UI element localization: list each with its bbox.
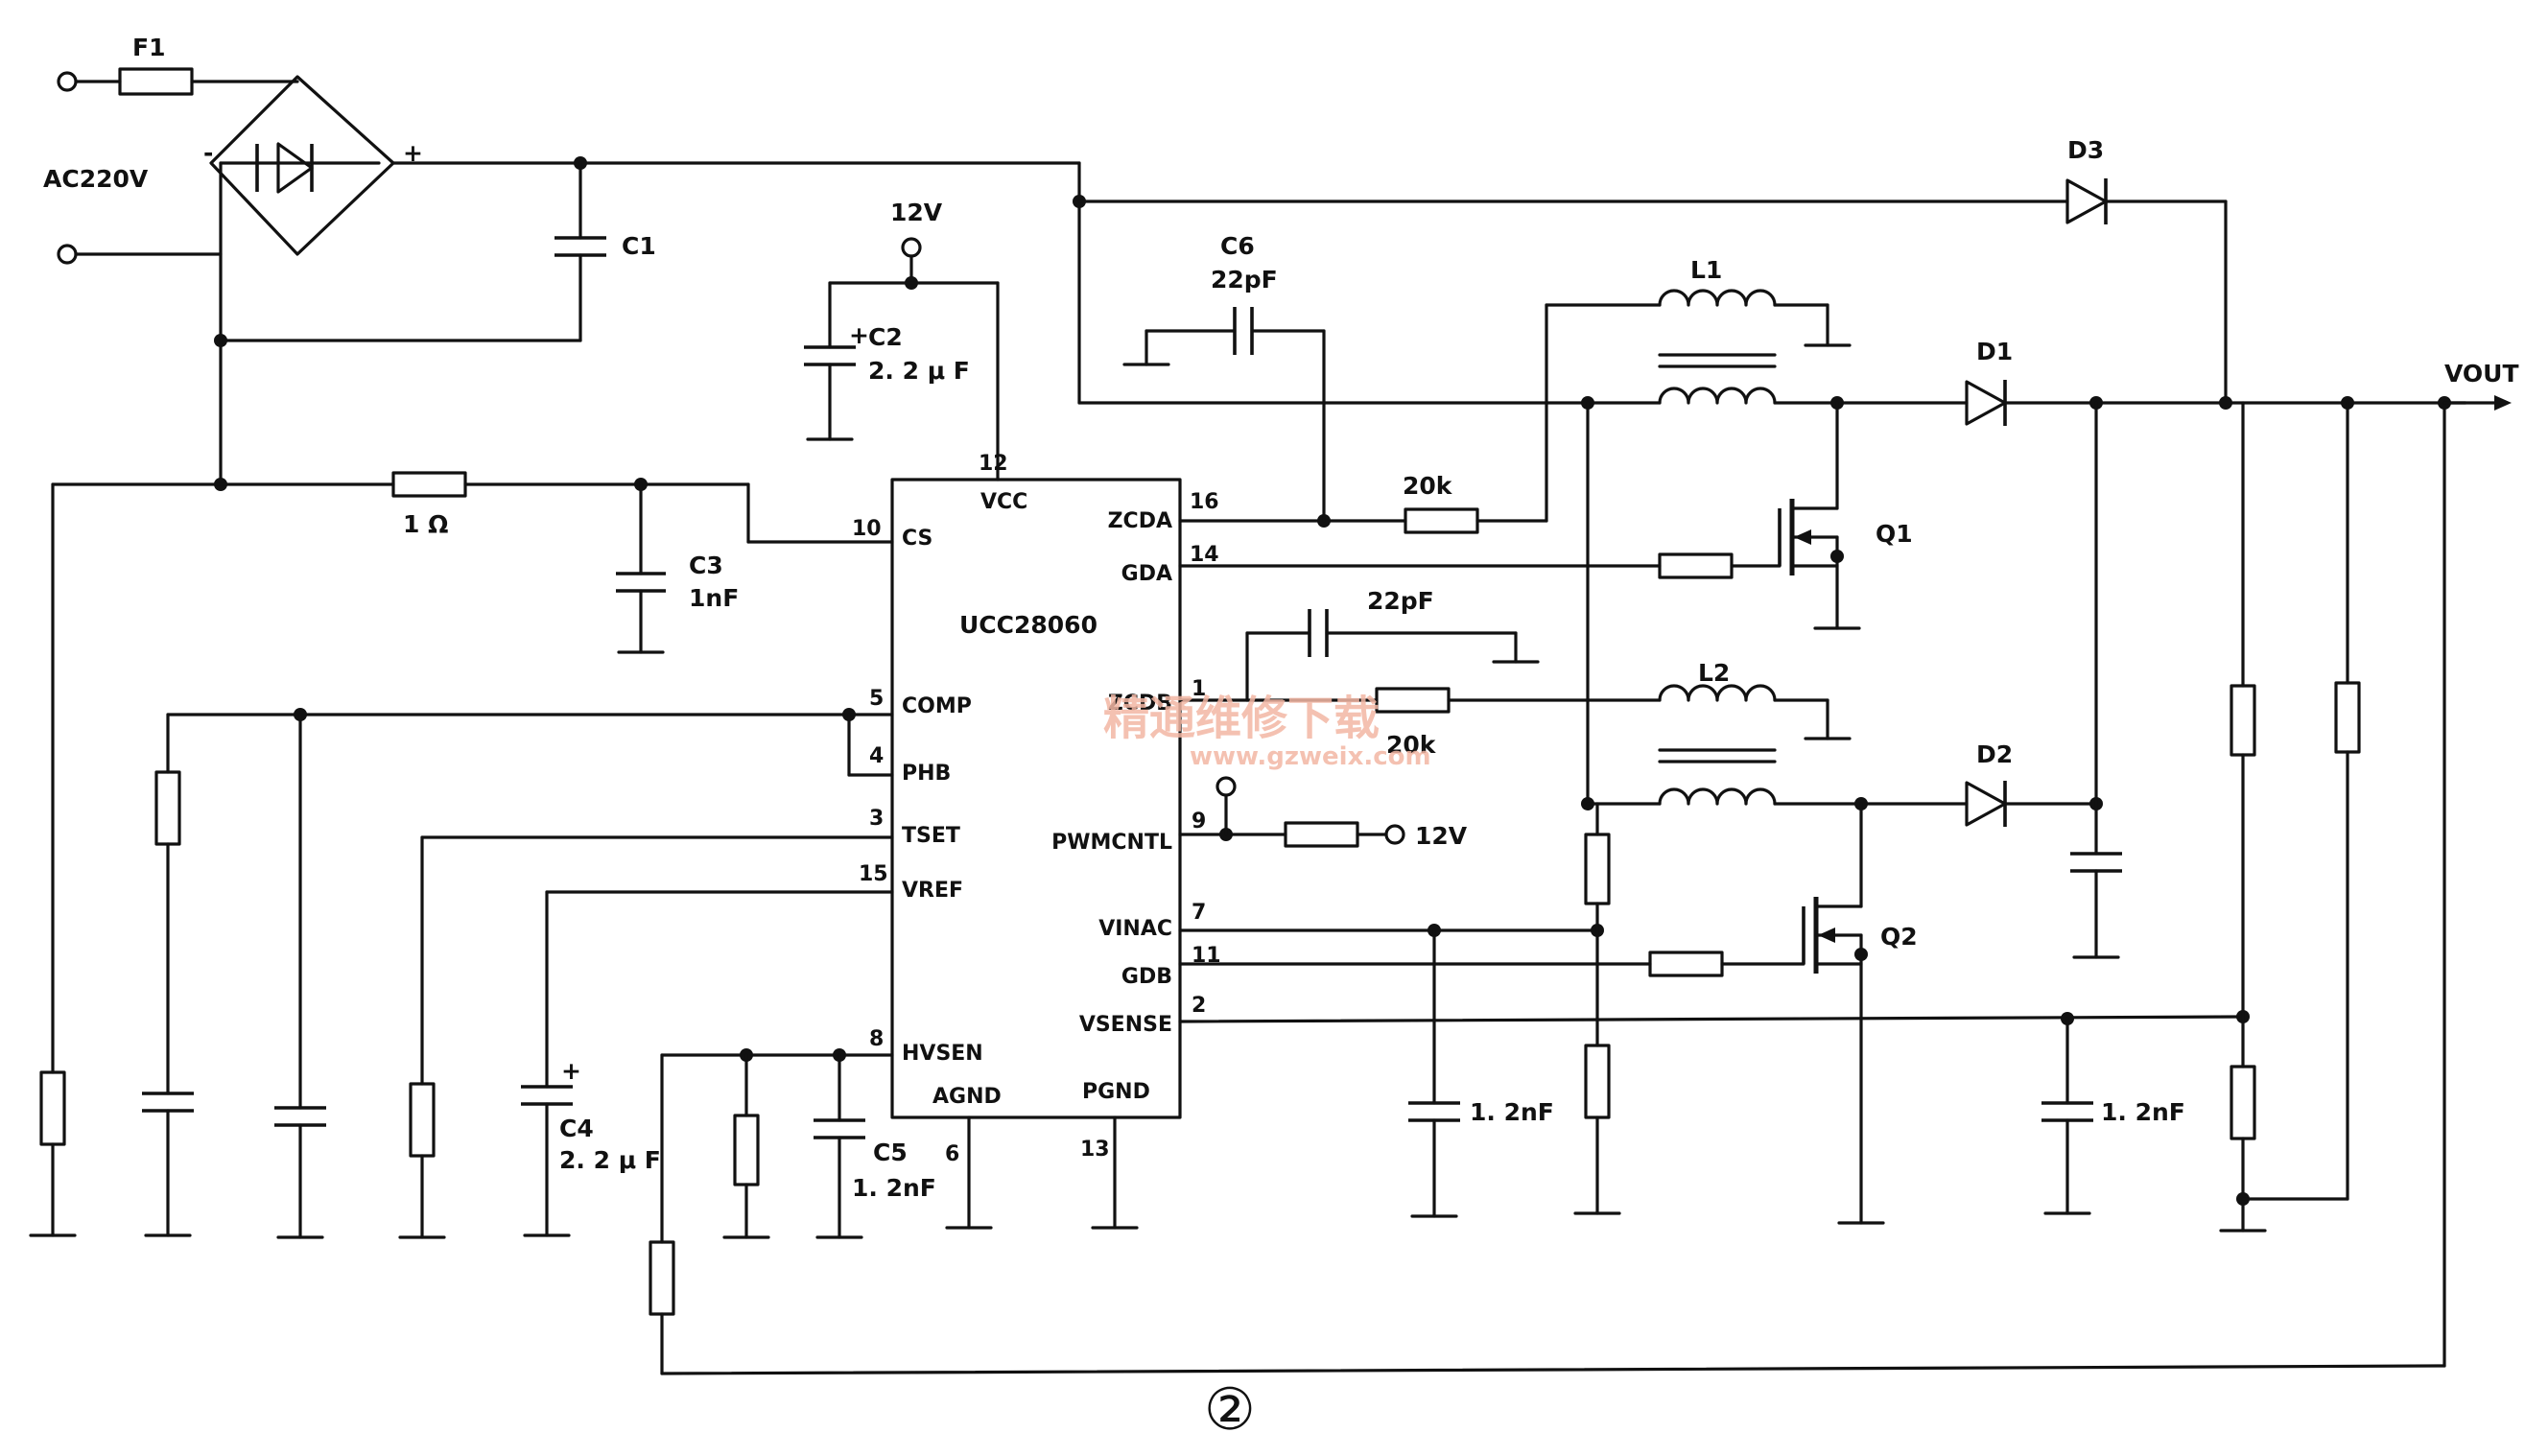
vcc-supply: + 12V C2 2. 2 μ F bbox=[804, 199, 1000, 481]
bridge-plus-label: + bbox=[403, 139, 423, 167]
c5-label: C5 bbox=[873, 1139, 908, 1166]
resistor-20k-b bbox=[1375, 687, 1451, 714]
diode-d2: D2 bbox=[1965, 740, 2013, 827]
tset-resistor bbox=[398, 835, 894, 1239]
l1-label: L1 bbox=[1690, 256, 1722, 284]
pin-num-12: 12 bbox=[979, 452, 1008, 476]
d1-label: D1 bbox=[1976, 338, 2013, 365]
d3-label: D3 bbox=[2067, 136, 2104, 164]
pwmcntl-network: 12V bbox=[1178, 776, 1468, 850]
vref-capacitor-c4: + C4 2. 2 μ F bbox=[521, 890, 894, 1237]
r-cs-label: 1 Ω bbox=[403, 510, 448, 538]
bridge-rectifier: - + bbox=[203, 75, 423, 256]
ic-ucc28060: UCC28060 CS COMP PHB TSET VREF HVSEN AGN… bbox=[852, 452, 1221, 1166]
zcda-network: 20k C6 22pF bbox=[1122, 232, 1662, 534]
resistor-1ohm bbox=[391, 471, 467, 498]
output-capacitor bbox=[2070, 401, 2122, 959]
pin-num-4: 4 bbox=[869, 744, 884, 768]
ac-input: F1 AC220V bbox=[43, 34, 299, 265]
c3-value: 1nF bbox=[689, 584, 739, 612]
current-sense: 1 Ω C3 1nF bbox=[51, 471, 894, 654]
c1-label: C1 bbox=[622, 232, 656, 260]
c6-value: 22pF bbox=[1211, 266, 1278, 294]
watermark-url: www.gzweix.com bbox=[1190, 742, 1431, 771]
pin-name-cs: CS bbox=[902, 527, 932, 551]
pin-num-8: 8 bbox=[869, 1027, 884, 1051]
diode-d3: D3 bbox=[1077, 136, 2228, 405]
diode-d1: D1 bbox=[1965, 338, 2013, 426]
pin-name-gdb: GDB bbox=[1121, 965, 1172, 989]
r-zcda-label: 20k bbox=[1403, 472, 1453, 500]
pin-name-comp: COMP bbox=[902, 694, 972, 718]
vout-label: VOUT bbox=[2444, 360, 2519, 387]
watermark: 精通维修下载 www.gzweix.com bbox=[1103, 692, 1431, 771]
c4-label: C4 bbox=[559, 1115, 594, 1142]
c5-value: 1. 2nF bbox=[852, 1174, 936, 1202]
vcc-12v-label: 12V bbox=[890, 199, 943, 226]
pin-name-pgnd: PGND bbox=[1082, 1080, 1150, 1104]
figure-number: ② bbox=[1204, 1376, 1256, 1444]
pin-num-13: 13 bbox=[1080, 1138, 1110, 1162]
pin-name-pwmcntl: PWMCNTL bbox=[1051, 831, 1172, 855]
zcdb-network: 22pF 20k bbox=[1178, 587, 1662, 759]
c3-label: C3 bbox=[689, 552, 723, 579]
pin-name-gda: GDA bbox=[1121, 562, 1172, 586]
resistor-20k-a bbox=[1404, 507, 1479, 534]
inductor-l1: L1 bbox=[1658, 256, 1852, 405]
ic-name: UCC28060 bbox=[959, 611, 1097, 639]
vsense-cap-value: 1. 2nF bbox=[2101, 1098, 2185, 1126]
pwm-12v-label: 12V bbox=[1415, 822, 1468, 850]
q1-label: Q1 bbox=[1876, 520, 1913, 548]
fuse-label: F1 bbox=[132, 34, 165, 61]
d2-label: D2 bbox=[1976, 740, 2013, 768]
pin-name-vref: VREF bbox=[902, 879, 963, 903]
q2-label: Q2 bbox=[1880, 923, 1918, 951]
c4-value: 2. 2 μ F bbox=[559, 1146, 661, 1174]
pin-name-vcc: VCC bbox=[980, 490, 1027, 514]
vsense-network: 1. 2nF bbox=[1178, 401, 2361, 1233]
pin-name-hvsen: HVSEN bbox=[902, 1042, 983, 1066]
mosfet-q2: Q2 bbox=[1178, 802, 1918, 1225]
pin-num-15: 15 bbox=[859, 862, 888, 886]
watermark-cn: 精通维修下载 bbox=[1103, 692, 1380, 745]
inductor-l2: L2 bbox=[1658, 659, 1852, 806]
capacitor-c1: C1 bbox=[555, 161, 656, 342]
zcdb-cap-value: 22pF bbox=[1367, 587, 1434, 615]
pin-num-14: 14 bbox=[1190, 543, 1219, 567]
c6-label: C6 bbox=[1220, 232, 1255, 260]
c2-label: C2 bbox=[868, 323, 903, 351]
l2-label: L2 bbox=[1698, 659, 1730, 687]
comp-network bbox=[142, 708, 894, 1239]
pin-name-zcda: ZCDA bbox=[1108, 509, 1172, 533]
pin-name-tset: TSET bbox=[902, 824, 960, 848]
bridge-minus-label: - bbox=[203, 139, 213, 167]
svg-text:+: + bbox=[849, 321, 869, 349]
svg-text:+: + bbox=[561, 1057, 581, 1085]
pin-num-2: 2 bbox=[1192, 994, 1206, 1018]
vinac-cap-value: 1. 2nF bbox=[1470, 1098, 1554, 1126]
pin-num-9: 9 bbox=[1192, 810, 1206, 834]
pin-num-3: 3 bbox=[869, 807, 884, 831]
pin-num-16: 16 bbox=[1190, 490, 1219, 514]
pin-num-1: 1 bbox=[1192, 677, 1206, 701]
vout-terminal: VOUT bbox=[2442, 360, 2519, 411]
ac-input-label: AC220V bbox=[43, 165, 149, 193]
mosfet-q1: Q1 bbox=[1178, 401, 1913, 630]
r-zcdb-label: 20k bbox=[1386, 731, 1437, 759]
c2-value: 2. 2 μ F bbox=[868, 357, 970, 385]
left-resistor bbox=[29, 482, 77, 1237]
hvsen-network: C5 1. 2nF bbox=[649, 406, 2446, 1375]
pin-num-5: 5 bbox=[869, 687, 884, 711]
pin-name-vinac: VINAC bbox=[1098, 917, 1172, 941]
pin-name-phb: PHB bbox=[902, 762, 951, 786]
pin-num-6: 6 bbox=[945, 1142, 959, 1166]
pin-num-7: 7 bbox=[1192, 901, 1206, 925]
pin-name-vsense: VSENSE bbox=[1079, 1013, 1172, 1037]
fuse-f1 bbox=[118, 67, 194, 96]
pin-name-agnd: AGND bbox=[932, 1085, 1002, 1109]
pin-name-zcdb: ZCDB bbox=[1108, 692, 1172, 716]
pin-num-10: 10 bbox=[852, 517, 882, 541]
vinac-network: 1. 2nF bbox=[1178, 802, 1621, 1218]
